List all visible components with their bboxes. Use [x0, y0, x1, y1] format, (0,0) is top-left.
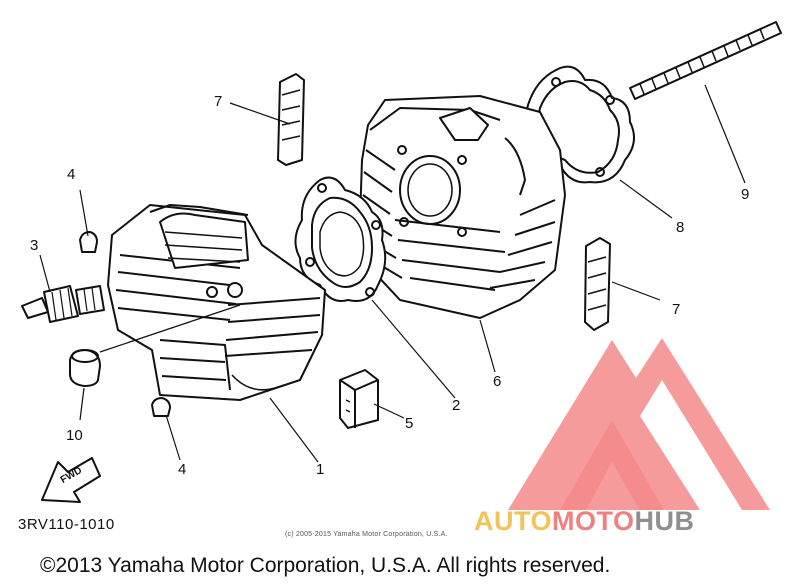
part-number-4a: 4	[67, 166, 76, 183]
part-number-7b: 7	[672, 301, 681, 318]
stud-bolt-part	[629, 21, 782, 100]
cylinder-head-part	[107, 204, 326, 401]
small-copyright-note: (c) 2005-2015 Yamaha Motor Corporation, …	[285, 531, 448, 538]
spark-plug-cap-part	[69, 349, 101, 387]
part-number-2: 2	[452, 397, 461, 414]
spark-plug-part	[21, 285, 105, 323]
leader-lines	[39, 84, 746, 463]
damper-block-part	[339, 369, 379, 429]
part-number-7a: 7	[214, 93, 223, 110]
copyright-notice: ©2013 Yamaha Motor Corporation, U.S.A. A…	[40, 554, 611, 577]
seal-part-lower	[151, 397, 171, 417]
diagram-part-code: 3RV110-1010	[18, 516, 115, 533]
part-number-3: 3	[30, 237, 39, 254]
part-number-8: 8	[676, 219, 685, 236]
part-number-9: 9	[741, 186, 750, 203]
forward-arrow	[41, 457, 101, 503]
watermark-text-hub: HUB	[634, 506, 695, 536]
part-number-10: 10	[66, 427, 83, 444]
part-number-4b: 4	[178, 461, 187, 478]
damper-right-part	[584, 237, 611, 331]
damper-upper-part	[277, 73, 305, 166]
watermark-logo-text: AUTOMOTOHUB	[474, 506, 695, 537]
seal-part-upper	[79, 231, 98, 253]
watermark-text-auto: AUTO	[474, 506, 553, 536]
watermark-logo-triangle	[508, 338, 770, 510]
part-number-6: 6	[493, 373, 502, 390]
part-number-1: 1	[316, 461, 325, 478]
part-number-5: 5	[405, 415, 414, 432]
watermark-text-moto: MOTO	[552, 506, 635, 536]
cylinder-body-part	[359, 95, 566, 319]
